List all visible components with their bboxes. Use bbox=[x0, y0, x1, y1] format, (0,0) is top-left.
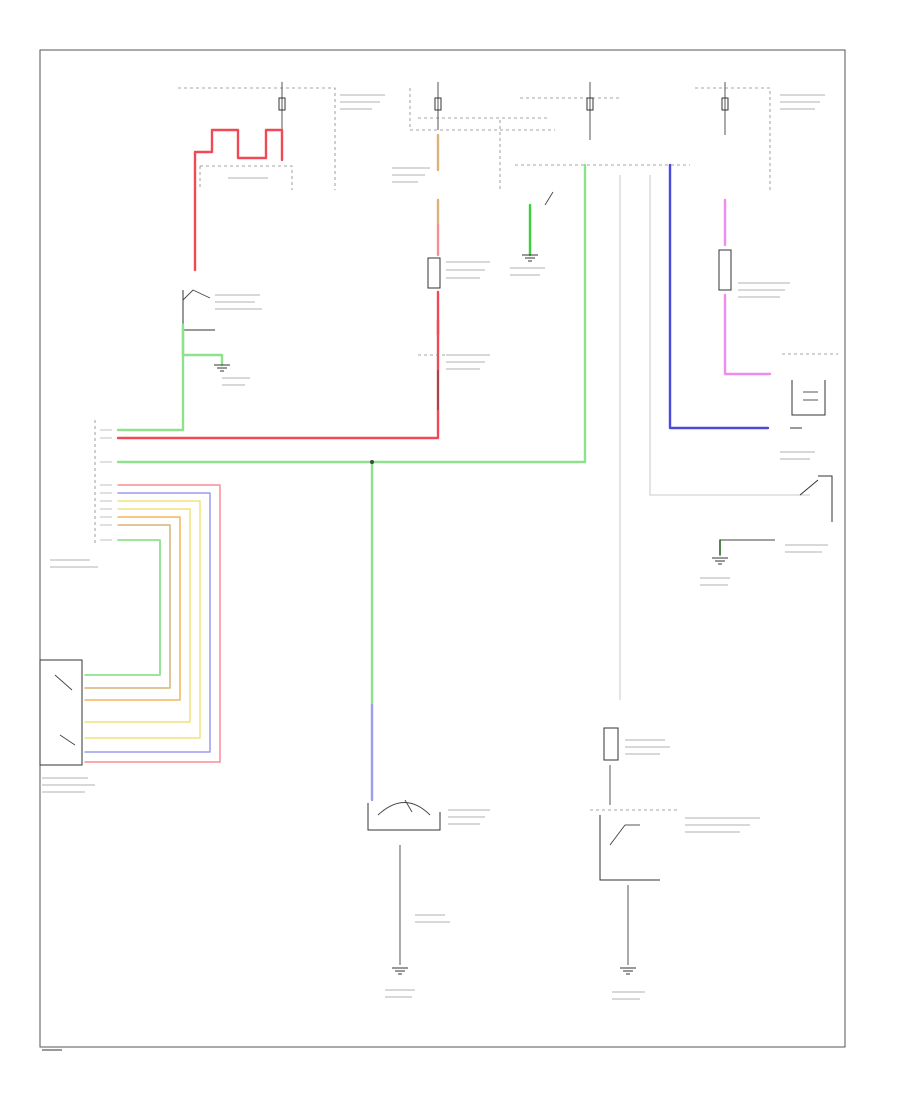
main-buses bbox=[116, 163, 587, 802]
switch-icon bbox=[427, 257, 441, 289]
right-switch-group bbox=[712, 475, 833, 565]
main-relay bbox=[193, 128, 293, 272]
ground-symbol-icon bbox=[620, 967, 636, 975]
left-connector-harness bbox=[39, 420, 221, 766]
right-pink-circuit bbox=[718, 198, 838, 429]
ground-symbol-icon bbox=[392, 967, 408, 975]
transmission-sensor bbox=[367, 799, 441, 975]
shift-sensor-box bbox=[39, 659, 83, 766]
upper-right-connector bbox=[515, 163, 810, 700]
ground-symbol-icon bbox=[214, 364, 230, 372]
diagram-frame bbox=[39, 49, 846, 1048]
center-switch-group bbox=[418, 133, 445, 410]
pin-label-marks bbox=[100, 429, 112, 541]
fuse-icon bbox=[278, 97, 729, 111]
relay-red-wire bbox=[193, 128, 284, 272]
label-marks bbox=[42, 94, 828, 1000]
brake-switch-group bbox=[590, 727, 680, 975]
